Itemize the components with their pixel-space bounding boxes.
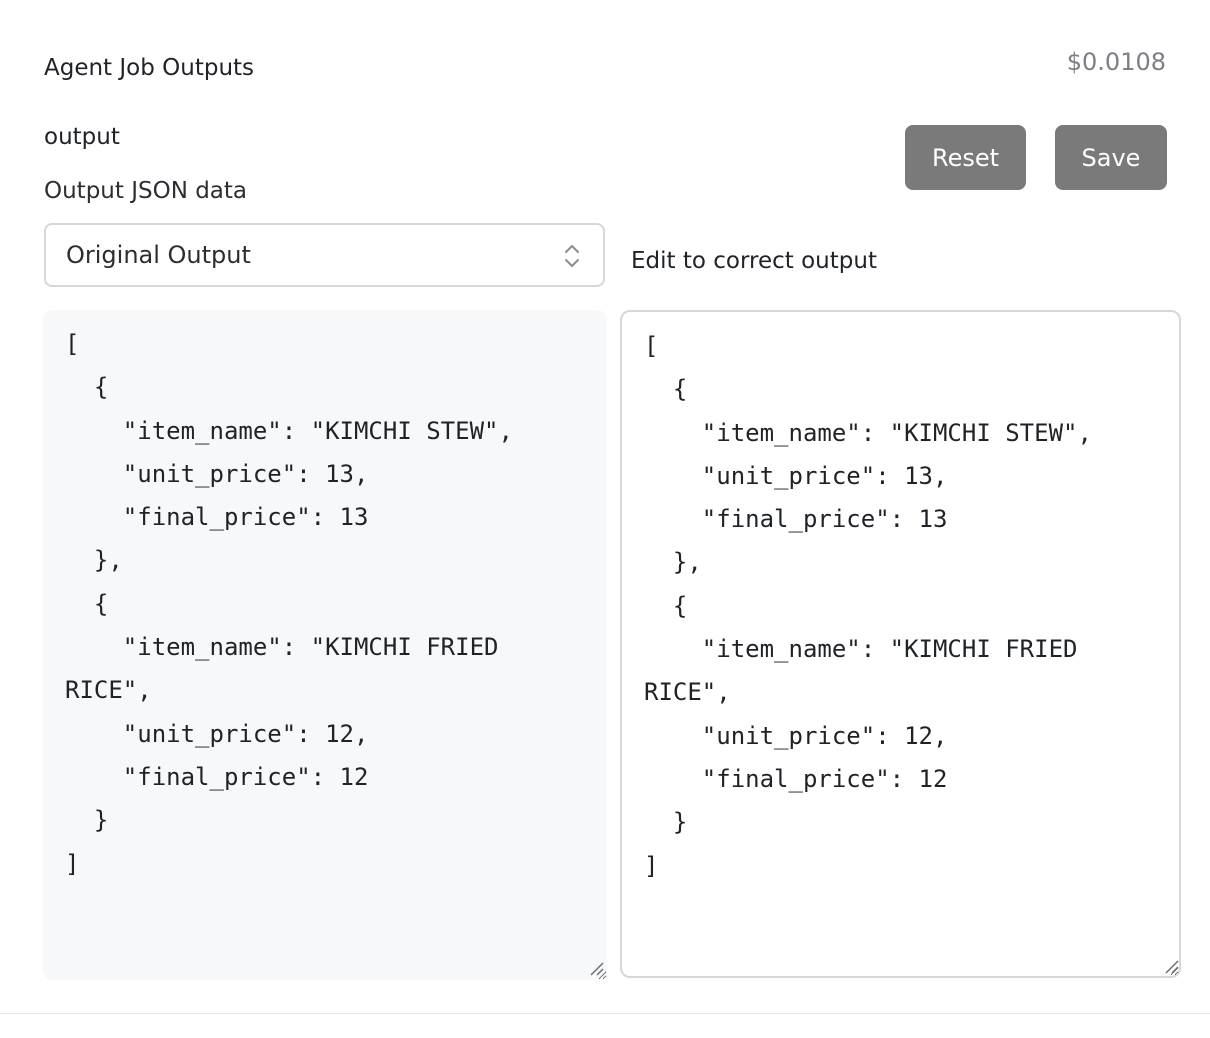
field-name: output: [44, 124, 120, 150]
resize-handle-icon[interactable]: [1163, 958, 1179, 974]
edit-output-textarea[interactable]: [ { "item_name": "KIMCHI STEW", "unit_pr…: [620, 310, 1181, 978]
save-button[interactable]: Save: [1055, 125, 1167, 190]
cost-label: $0.0108: [1066, 48, 1166, 76]
chevron-up-down-icon: [565, 245, 579, 267]
reset-button[interactable]: Reset: [905, 125, 1026, 190]
original-output-viewer[interactable]: [ { "item_name": "KIMCHI STEW", "unit_pr…: [43, 310, 607, 980]
select-value: Original Output: [66, 241, 251, 269]
output-version-select[interactable]: Original Output: [44, 223, 605, 287]
edit-output-label: Edit to correct output: [631, 248, 877, 274]
bottom-divider: [0, 1013, 1210, 1014]
page-title: Agent Job Outputs: [44, 55, 255, 81]
field-description: Output JSON data: [44, 178, 248, 204]
resize-handle-icon[interactable]: [588, 960, 604, 976]
